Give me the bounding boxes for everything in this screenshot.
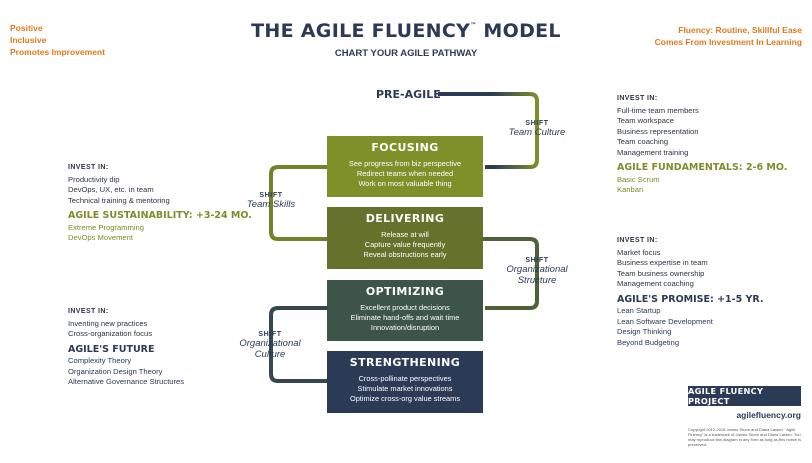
shift-organizational-structure: SHIFT Organizational Structure: [498, 257, 576, 286]
shift-value: Team Culture: [508, 127, 566, 138]
invest-item: Productivity dip: [68, 174, 120, 184]
invest-item: Business representation: [617, 126, 699, 136]
stage-name: FOCUSING: [371, 141, 439, 154]
zone-duration: 2-6 MO.: [745, 162, 788, 173]
shift-label: SHIFT: [525, 257, 549, 264]
trademark-mark: ™: [470, 22, 477, 29]
panel-agiles-promise: INVEST IN: Market focus Business experti…: [617, 236, 807, 348]
shift-team-skills: SHIFT Team Skills: [238, 192, 304, 210]
tag-inclusive: Inclusive: [10, 35, 47, 45]
connector-optimizing-to-strengthening: [269, 306, 328, 383]
zone-duration: +3-24 MO.: [195, 210, 252, 221]
zone-heading: AGILE'S PROMISE: +1-5 YR.: [617, 293, 807, 306]
right-tagline: Fluency: Routine, Skillful Ease Comes Fr…: [655, 24, 802, 48]
stage-name: DELIVERING: [365, 212, 445, 225]
shift-value: Organizational Structure: [506, 264, 568, 286]
stage-benefit: Innovation/disruption: [370, 323, 440, 332]
stage-benefit: Work on most valuable thing: [358, 179, 452, 188]
zone-item: DevOps Movement: [68, 233, 133, 242]
stage-benefit: Optimize cross-org value streams: [349, 394, 461, 403]
invest-item: Cross-organization focus: [68, 329, 152, 338]
stage-benefit: Excellent product decisions: [360, 303, 450, 312]
zone-item: Lean Startup: [617, 306, 661, 315]
shift-value: Team Skills: [246, 199, 296, 210]
left-tags: Positive Inclusive Promotes Improvement: [10, 22, 105, 58]
invest-in-label: INVEST IN:: [617, 237, 658, 244]
stage-benefit: Stimulate market innovations: [357, 384, 453, 393]
stage-benefit: Cross-pollinate perspectives: [358, 374, 452, 383]
tag-promotes-improvement: Promotes Improvement: [10, 47, 105, 57]
zone-heading: AGILE'S FUTURE: [68, 343, 155, 355]
zone-item: Basic Scrum: [617, 174, 660, 184]
tag-positive: Positive: [10, 23, 43, 33]
zone-heading-text: AGILE SUSTAINABILITY:: [68, 210, 193, 221]
invest-in-label: INVEST IN:: [68, 308, 109, 315]
zone-heading-text: AGILE FUNDAMENTALS:: [617, 162, 743, 173]
invest-in-label: INVEST IN:: [617, 95, 658, 102]
invest-item: Market focus: [617, 247, 661, 257]
page-subtitle: CHART YOUR AGILE PATHWAY: [334, 48, 478, 59]
invest-item: Team coaching: [617, 137, 669, 146]
connector-delivering-to-optimizing: [483, 237, 539, 310]
stage-focusing: FOCUSING See progress from biz perspecti…: [327, 136, 483, 197]
zone-heading: AGILE FUNDAMENTALS: 2-6 MO.: [617, 162, 807, 174]
copyright-notice: Copyright 2012-2018 James Shore and Dian…: [688, 427, 801, 447]
panel-agile-sustainability: INVEST IN: Productivity dip DevOps, UX, …: [68, 163, 258, 244]
stage-benefit: Capture value frequently: [364, 240, 446, 249]
zone-item: Extreme Programming: [68, 222, 144, 232]
stage-optimizing: OPTIMIZING Excellent product decisions E…: [327, 280, 483, 341]
stage-delivering: DELIVERING Release at will Capture value…: [327, 207, 483, 269]
shift-label: SHIFT: [525, 120, 549, 127]
invest-item: DevOps, UX, etc. in team: [68, 185, 154, 194]
shift-organizational-culture: SHIFT Organizational Culture: [232, 331, 308, 360]
zone-item: Alternative Governance Structures: [68, 377, 185, 386]
invest-item: Full-time team members: [617, 105, 699, 115]
invest-item: Inventing new practices: [68, 318, 148, 328]
connector-pre-to-focusing: [438, 92, 539, 169]
invest-item: Management training: [617, 147, 689, 157]
shift-value: Organizational Culture: [239, 338, 301, 360]
zone-item: Kanban: [617, 185, 644, 194]
invest-item: Team workspace: [617, 116, 674, 125]
zone-item: Complexity Theory: [68, 356, 132, 365]
website-link[interactable]: agilefluency.org: [736, 410, 801, 420]
zone-item: Beyond Budgeting: [617, 337, 680, 347]
panel-agile-fundamentals: INVEST IN: Full-time team members Team w…: [617, 94, 807, 196]
zone-duration: +1-5 YR.: [717, 293, 764, 305]
connector-focusing-to-delivering: [269, 165, 328, 241]
tagline-line-2: Comes From Investment In Learning: [654, 37, 802, 47]
stage-benefit: Redirect teams when needed: [356, 169, 454, 178]
zone-item: Design Thinking: [617, 327, 672, 336]
stage-name: STRENGTHENING: [349, 356, 461, 369]
stage-strengthening: STRENGTHENING Cross-pollinate perspectiv…: [327, 351, 483, 413]
stage-benefit: Eliminate hand-offs and wait time: [350, 313, 460, 322]
stage-name: OPTIMIZING: [365, 285, 445, 298]
panel-agiles-future: INVEST IN: Inventing new practices Cross…: [68, 307, 258, 388]
page-title: THE AGILE FLUENCY™ MODEL: [0, 20, 812, 42]
invest-item: Business expertise in team: [617, 258, 708, 267]
invest-item: Management coaching: [617, 279, 694, 288]
stage-benefit: Release at will: [381, 230, 429, 239]
invest-in-label: INVEST IN:: [68, 164, 109, 171]
pre-agile-label: PRE-AGILE: [376, 88, 441, 101]
zone-heading-text: AGILE'S PROMISE:: [617, 293, 714, 305]
agile-fluency-project-logo: AGILE FLUENCY PROJECT: [688, 386, 801, 406]
zone-heading: AGILE SUSTAINABILITY: +3-24 MO.: [68, 210, 258, 222]
title-main: THE AGILE FLUENCY: [251, 20, 471, 42]
stage-benefit: Reveal obstructions early: [363, 250, 447, 259]
invest-item: Technical training & mentoring: [68, 195, 170, 205]
shift-label: SHIFT: [258, 331, 282, 338]
tagline-line-1: Fluency: Routine, Skillful Ease: [678, 25, 802, 35]
title-suffix: MODEL: [483, 20, 561, 42]
shift-label: SHIFT: [259, 192, 283, 199]
zone-item: Organization Design Theory: [68, 366, 163, 376]
shift-team-culture: SHIFT Team Culture: [498, 120, 576, 138]
stage-benefit: See progress from biz perspective: [348, 159, 462, 168]
zone-item: Lean Software Development: [617, 316, 713, 326]
invest-item: Team business ownership: [617, 268, 705, 278]
